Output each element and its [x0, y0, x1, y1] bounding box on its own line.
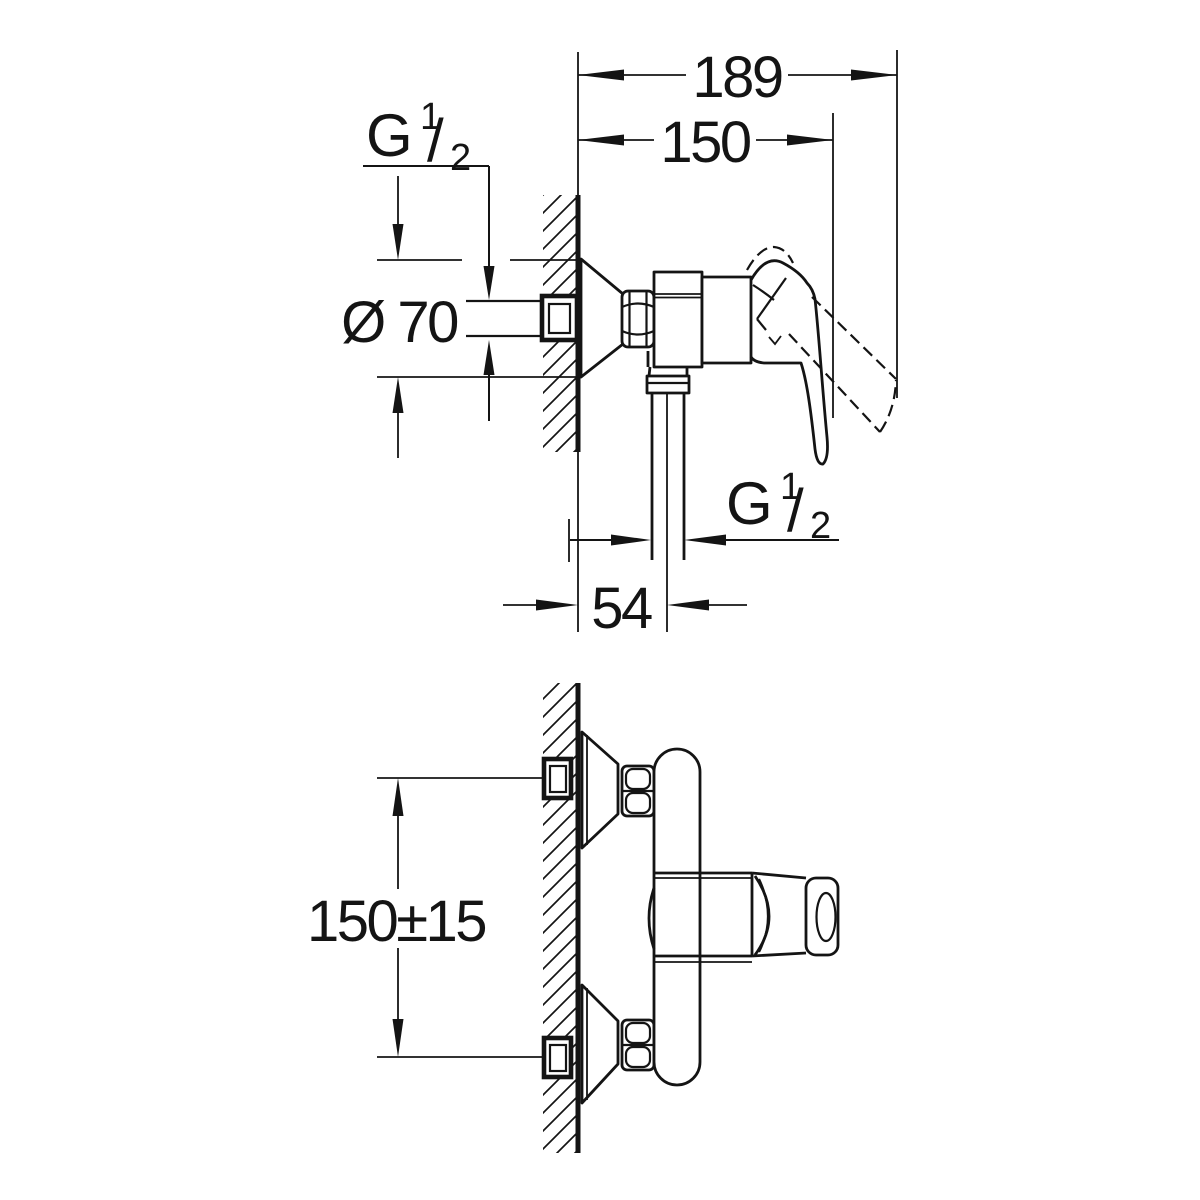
wall-union-fitting — [466, 257, 656, 379]
lever-handle-side — [746, 245, 898, 466]
arrowhead-up-icon — [483, 340, 495, 375]
lever-fold-line — [756, 318, 767, 331]
dimension-overall-depth: 189 — [578, 45, 898, 398]
nut-chamfer-arc — [621, 329, 655, 336]
thread-label-prefix: G — [726, 470, 773, 537]
outlet-neck-edge — [647, 366, 652, 377]
thread-label-prefix: G — [366, 102, 413, 169]
thread-label-bottom: G 1 / 2 — [568, 466, 839, 562]
mixer-body-front — [652, 747, 702, 1087]
arrowhead-right-icon — [611, 534, 651, 546]
dimension-depth-to-handle: 150 — [578, 110, 834, 418]
nut-chamfer-arc — [621, 302, 655, 309]
thread-label-numerator: 1 — [420, 96, 441, 138]
dim-label-150-15: 150±15 — [307, 889, 485, 954]
handle-cone-bottom — [751, 951, 807, 958]
dimension-connection-centres: 150±15 — [307, 777, 544, 1058]
nut-chamfer — [624, 791, 652, 815]
upper-union-fitting — [541, 730, 656, 850]
lever-fold-arc — [752, 284, 775, 301]
union-nut — [620, 764, 656, 818]
dim-label-diameter-70: Ø 70 — [341, 290, 457, 355]
arrowhead-down-icon — [392, 224, 404, 260]
arrowhead-up-icon — [392, 377, 404, 413]
outlet-nut — [645, 374, 691, 395]
thread-label-denominator: 2 — [450, 137, 471, 179]
thread-label-slash: / — [787, 477, 804, 544]
arrowhead-right-icon — [787, 134, 833, 146]
body-section-front — [700, 275, 753, 365]
dimension-outlet-offset: 54 — [503, 576, 747, 641]
handle-cone-top — [751, 871, 807, 880]
nut-chamfer — [624, 1021, 652, 1045]
union-nut — [620, 1018, 656, 1072]
dim-label-150: 150 — [660, 110, 750, 175]
lever-raised-position-dashed — [746, 245, 794, 271]
lever-swing-dashed — [788, 333, 881, 433]
nut-chamfer — [624, 767, 652, 791]
lever-swing-tip-dashed — [879, 379, 898, 433]
escutcheon-cone — [579, 257, 625, 379]
escutcheon-cone — [580, 730, 620, 850]
supply-connection-inner — [548, 764, 568, 794]
arrowhead-left-icon — [667, 599, 709, 611]
handle-neck-arc-inner — [758, 878, 769, 953]
arrowhead-down-icon — [483, 266, 495, 300]
arrowhead-left-icon — [578, 69, 624, 81]
lever-outline — [749, 259, 829, 466]
dim-label-189: 189 — [692, 45, 782, 110]
wall-section — [543, 683, 581, 1153]
supply-connection-inner — [547, 302, 572, 335]
arrowhead-right-icon — [536, 599, 578, 611]
thread-label-top: G 1 / 2 — [363, 96, 495, 421]
lever-handle-front — [647, 871, 840, 963]
handle-end-opening — [815, 891, 837, 943]
escutcheon-cone — [580, 983, 620, 1105]
dim-label-54: 54 — [591, 576, 652, 641]
supply-connection-inner — [548, 1043, 568, 1073]
nut-outline — [620, 289, 656, 349]
arrowhead-up-icon — [392, 778, 404, 816]
dimension-escutcheon-diameter: Ø 70 — [341, 176, 581, 458]
front-view: 150±15 — [307, 683, 840, 1153]
wall-hatching — [543, 683, 578, 1153]
body-section-rear — [652, 270, 704, 369]
arrowhead-down-icon — [392, 1019, 404, 1057]
arrowhead-left-icon — [578, 134, 624, 146]
shower-outlet — [645, 351, 691, 632]
thread-label-slash: / — [427, 107, 444, 174]
handle-end-cap — [804, 876, 840, 957]
lever-swing-dashed — [811, 296, 897, 380]
handle-cap-silhouette — [647, 887, 656, 950]
arrowhead-left-icon — [684, 534, 726, 546]
mixer-body-side — [652, 270, 753, 369]
union-nut — [620, 289, 656, 349]
thread-label-denominator: 2 — [810, 505, 831, 547]
thread-label-numerator: 1 — [780, 466, 801, 508]
lever-detail-line — [768, 335, 782, 346]
side-view: 189 150 G 1 / 2 — [341, 45, 898, 641]
nut-chamfer — [624, 1045, 652, 1069]
arrowhead-right-icon — [851, 69, 897, 81]
lower-union-fitting — [541, 983, 656, 1105]
